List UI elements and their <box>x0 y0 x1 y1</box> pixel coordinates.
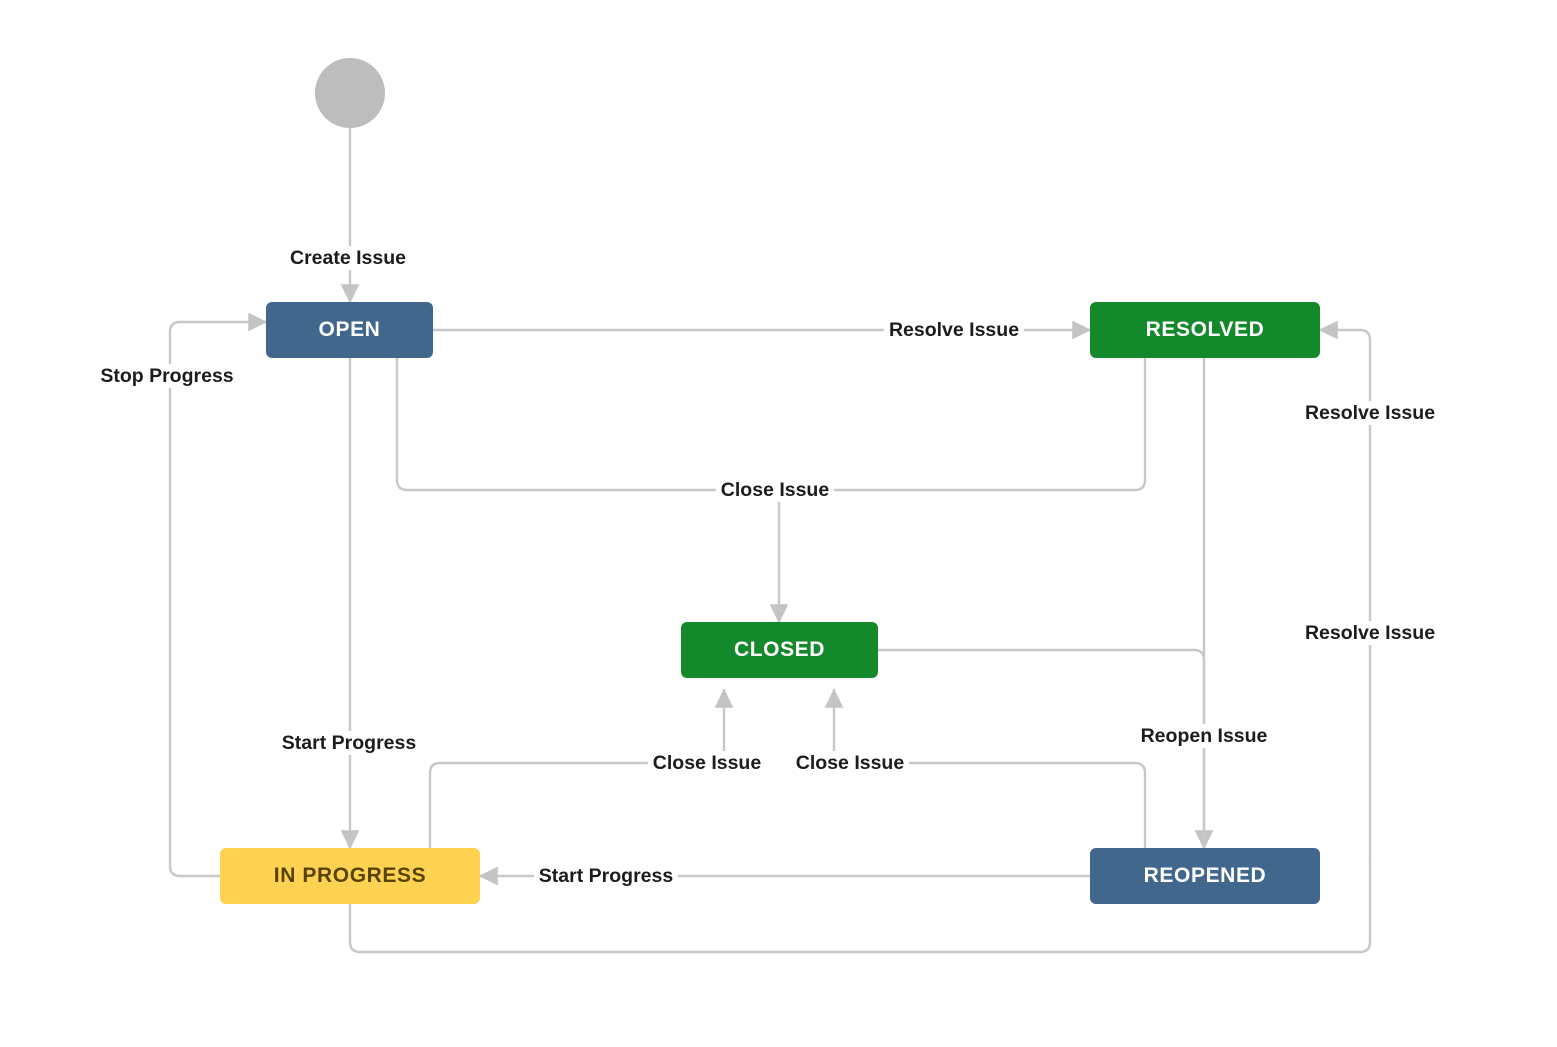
state-node-label: IN PROGRESS <box>273 864 427 887</box>
edge-resolve-issue-top <box>1318 320 1372 860</box>
state-node-in_progress[interactable]: IN PROGRESS <box>220 848 480 904</box>
edge-close-issue-in-progress <box>428 688 734 850</box>
state-node-label: OPEN <box>318 318 381 341</box>
state-node-label: RESOLVED <box>1145 318 1265 341</box>
edge-close-issue-reopened <box>824 688 1147 850</box>
edge-stop-progress <box>168 312 268 878</box>
transition-label-close-issue-left: Close Issue <box>647 751 767 775</box>
transition-label-close-issue-open: Close Issue <box>715 478 835 502</box>
state-node-label: CLOSED <box>733 638 826 661</box>
edge-close-issue-resolved <box>777 356 1147 492</box>
state-node-reopened[interactable]: REOPENED <box>1090 848 1320 904</box>
transition-label-resolve-issue-bottom: Resolve Issue <box>1299 621 1441 645</box>
transition-label-stop-progress: Stop Progress <box>95 364 239 388</box>
start-node <box>315 58 385 128</box>
state-node-resolved[interactable]: RESOLVED <box>1090 302 1320 358</box>
transition-label-close-issue-right: Close Issue <box>790 751 910 775</box>
transition-label-resolve-issue-top: Resolve Issue <box>1299 401 1441 425</box>
state-node-label: REOPENED <box>1143 864 1267 887</box>
state-node-open[interactable]: OPEN <box>266 302 433 358</box>
edge-resolve-issue-bottom <box>348 856 1372 954</box>
transition-label-resolve-issue-open: Resolve Issue <box>883 318 1025 342</box>
transition-label-create-issue: Create Issue <box>285 246 411 270</box>
edge-closed-exit-right <box>876 648 1206 850</box>
edge-close-issue-open <box>395 356 781 492</box>
transition-label-reopen-issue: Reopen Issue <box>1135 724 1273 748</box>
transition-label-start-progress-open: Start Progress <box>276 731 422 755</box>
state-node-closed[interactable]: CLOSED <box>681 622 878 678</box>
transition-label-start-progress-reopen: Start Progress <box>533 864 679 888</box>
